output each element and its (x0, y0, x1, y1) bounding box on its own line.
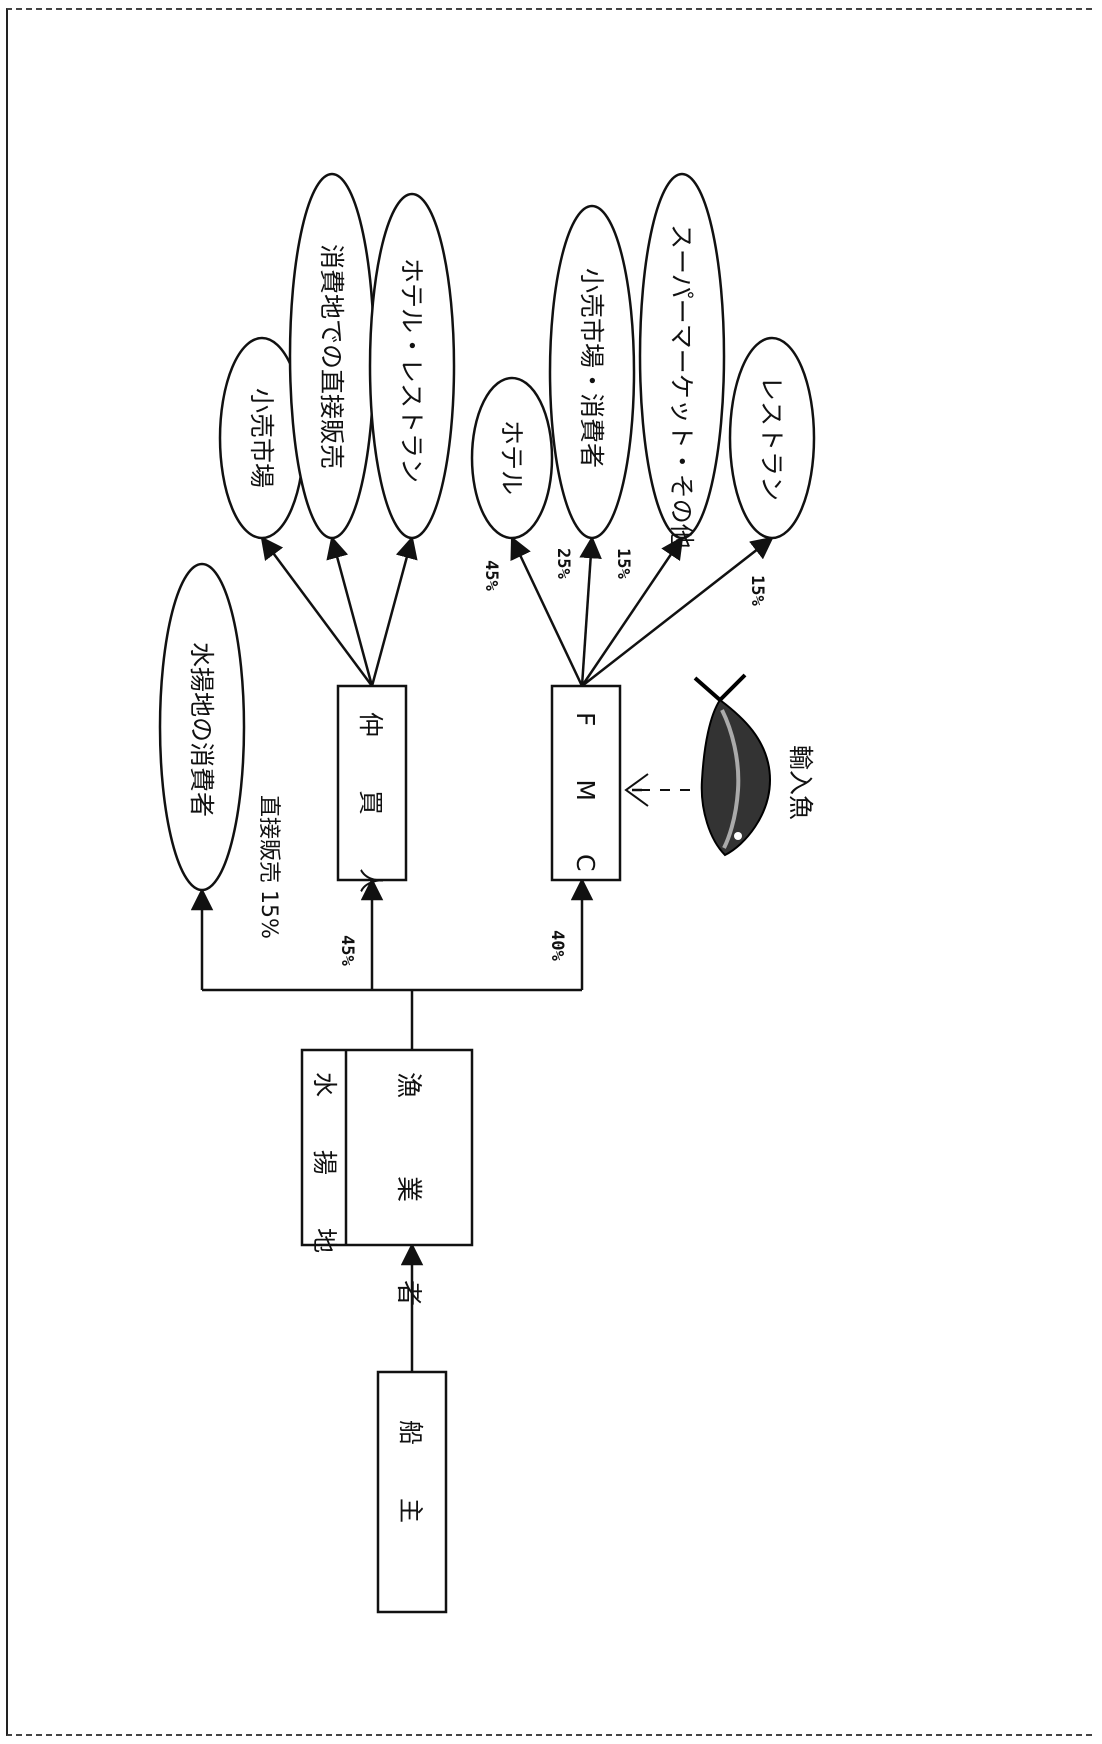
arrow-fmc-to-retail-consumer (582, 538, 592, 686)
ellipse-n-hotel-restaurant: ホテル・レストラン (370, 194, 454, 538)
f-restaurant-label: レストラン (757, 376, 786, 501)
fish-icon (695, 675, 770, 855)
pct-to-nakagai: 45% (337, 935, 357, 966)
arrow-nakagai-to-direct (332, 538, 372, 686)
pct-fmc-super: 15% (613, 548, 633, 579)
box-landing-fishermen: 水 揚 地 漁 業 者 (302, 1050, 472, 1332)
box-fmc: F M C (552, 686, 620, 885)
arrow-nakagai-to-retail (262, 538, 372, 686)
ellipse-local-consumer: 水揚地の消費者 (160, 564, 244, 890)
f-hotel-label: ホテル (497, 420, 526, 495)
fishermen-label: 漁 業 者 (393, 1072, 423, 1332)
ellipse-f-restaurant: レストラン (730, 338, 814, 538)
ellipse-f-retail-consumer: 小売市場・消費者 (550, 206, 634, 538)
n-retail-label: 小売市場 (247, 388, 276, 488)
fmc-label: F M C (571, 712, 600, 885)
percentage-labels: 直接販売 15% 45% 40% 45% 25% 15% 15% (256, 548, 767, 966)
f-super-label: スーパーマーケット・その他 (667, 224, 696, 549)
n-direct-label: 消費地での直接販売 (317, 244, 346, 469)
imported-fish-label: 輸入魚 (786, 745, 815, 820)
pct-fmc-hotel: 45% (481, 560, 501, 591)
pct-fmc-restaurant: 15% (747, 575, 767, 606)
ellipse-f-super: スーパーマーケット・その他 (640, 174, 724, 549)
nakagai-label: 仲 買 人 (356, 712, 385, 907)
pct-to-fmc: 40% (547, 930, 567, 961)
f-retail-consumer-label: 小売市場・消費者 (577, 268, 606, 468)
landing-place-label: 水 揚 地 (310, 1072, 339, 1267)
local-consumer-label: 水揚地の消費者 (187, 642, 216, 817)
direct-sale-label: 直接販売 15% (256, 795, 281, 939)
arrow-nakagai-to-hotel-rest (372, 538, 412, 686)
connector-lines (202, 538, 772, 1372)
pct-fmc-retail: 25% (553, 548, 573, 579)
ellipse-n-direct: 消費地での直接販売 (290, 174, 374, 538)
arrow-fmc-to-restaurant (582, 538, 772, 686)
ellipse-f-hotel: ホテル (472, 378, 552, 538)
n-hotel-restaurant-label: ホテル・レストラン (397, 258, 426, 483)
funanushi-label: 船 主 (396, 1420, 425, 1537)
box-funanushi: 船 主 (378, 1372, 446, 1612)
box-nakagai: 仲 買 人 (338, 686, 406, 907)
